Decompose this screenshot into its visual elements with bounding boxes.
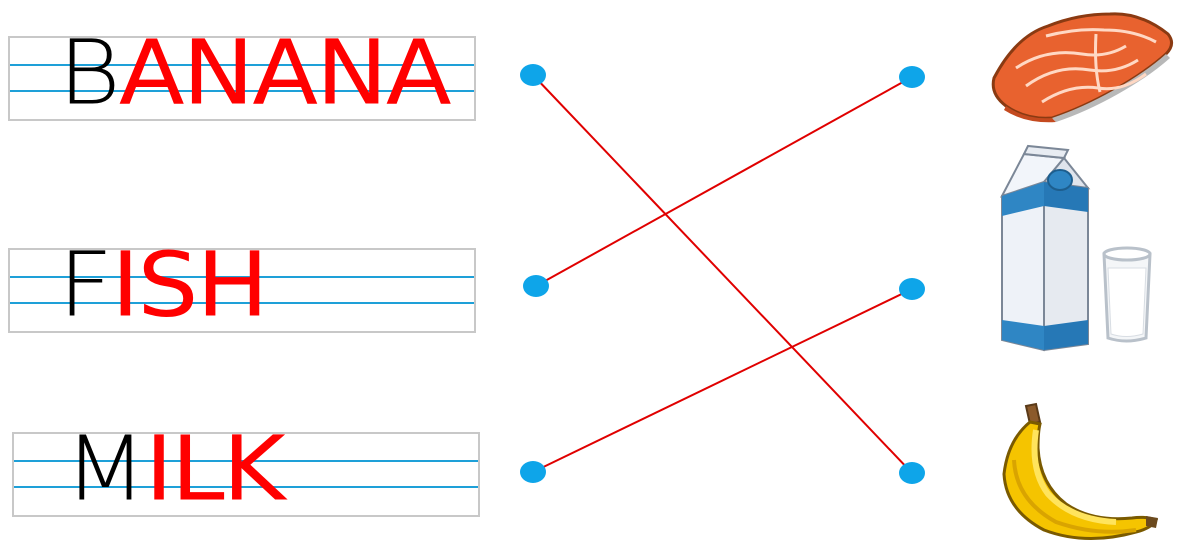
guide-line-bottom	[10, 302, 474, 304]
right-dot-banana[interactable]	[899, 462, 925, 484]
guide-line-top	[14, 460, 478, 462]
guide-line-top	[10, 276, 474, 278]
word-milk: MILK	[64, 424, 286, 513]
word-row-milk: MILK	[12, 424, 480, 517]
match-line-milk	[532, 288, 913, 473]
right-dot-salmon[interactable]	[899, 66, 925, 88]
left-dot-fish[interactable]	[523, 275, 549, 297]
guide-line-top	[10, 64, 474, 66]
salmon-icon	[991, 12, 1173, 123]
guide-line-bottom	[14, 486, 478, 488]
word-row-banana: BANANA	[8, 28, 476, 121]
word-first-letter: F	[58, 232, 113, 337]
word-first-letter: B	[58, 20, 121, 125]
match-line-fish	[535, 76, 913, 287]
word-row-fish: FISH	[8, 240, 476, 333]
word-first-letter: M	[64, 416, 147, 521]
word-rest-letters: ISH	[111, 232, 268, 337]
right-dot-milk[interactable]	[899, 278, 925, 300]
milk-carton-and-glass-icon	[999, 144, 1152, 352]
guide-line-bottom	[10, 90, 474, 92]
left-dot-milk[interactable]	[520, 461, 546, 483]
left-dot-banana[interactable]	[520, 64, 546, 86]
word-fish: FISH	[58, 240, 269, 329]
word-banana: BANANA	[58, 28, 451, 117]
word-rest-letters: ILK	[144, 416, 286, 521]
word-rest-letters: ANANA	[118, 20, 452, 125]
match-line-banana	[532, 74, 913, 474]
banana-icon	[1002, 402, 1159, 540]
